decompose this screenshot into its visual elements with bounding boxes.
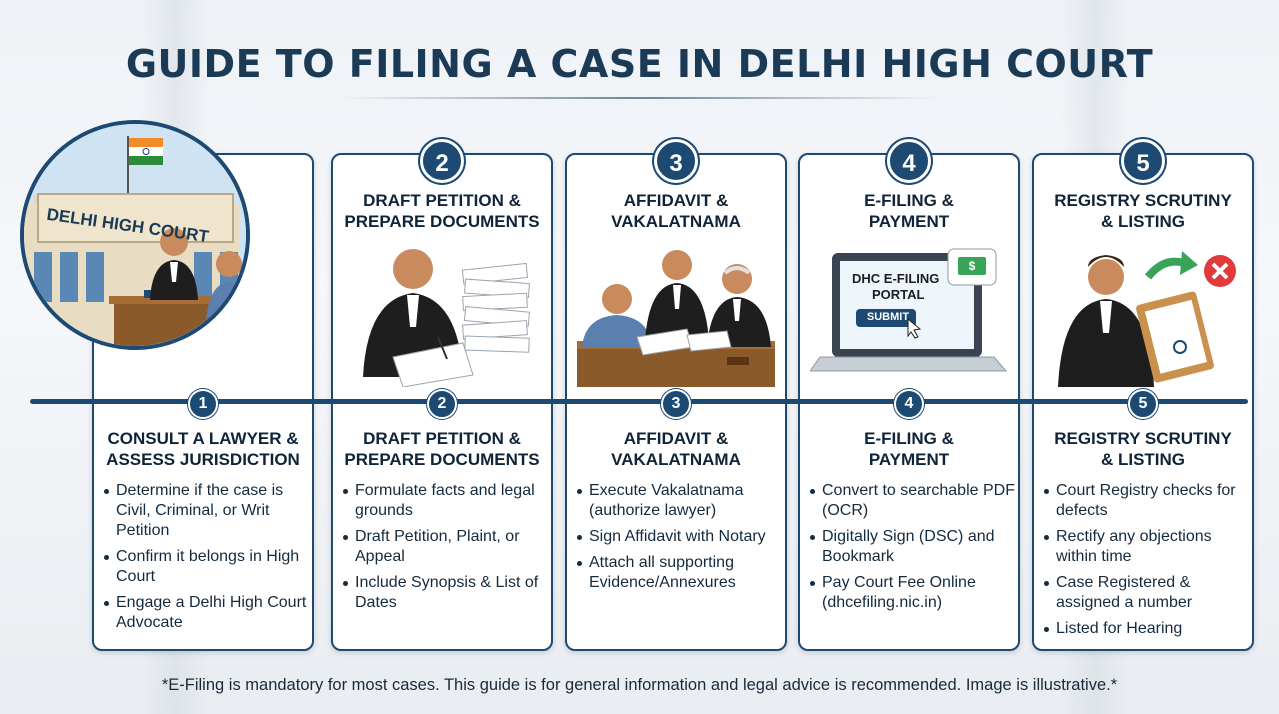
court-building-illustration: DELHI HIGH COURT bbox=[20, 120, 250, 350]
svg-text:$: $ bbox=[969, 259, 976, 273]
step-5-point: Rectify any objections within time bbox=[1042, 527, 1250, 567]
portal-title-line2: PORTAL bbox=[872, 287, 925, 302]
step-3-heading-line2: VAKALATNAMA bbox=[611, 212, 741, 231]
step-4-heading-line2: PAYMENT bbox=[868, 212, 950, 231]
step-2-title-line2: PREPARE DOCUMENTS bbox=[344, 450, 540, 469]
draft-petition-illustration bbox=[363, 249, 531, 387]
timeline-marker-5: 5 bbox=[1128, 389, 1158, 419]
step-1-point: Determine if the case is Civil, Criminal… bbox=[102, 481, 310, 541]
step-5-heading: REGISTRY SCRUTINY & LISTING bbox=[1034, 190, 1252, 232]
footnote: *E-Filing is mandatory for most cases. T… bbox=[161, 676, 1118, 694]
step-5-title-line1: REGISTRY SCRUTINY bbox=[1054, 429, 1232, 448]
step-3-badge: 3 bbox=[654, 139, 698, 183]
step-5-section-title: REGISTRY SCRUTINY & LISTING bbox=[1034, 428, 1252, 470]
laptop-illustration: $ bbox=[810, 248, 1008, 372]
step-3-points: Execute Vakalatnama (authorize lawyer) S… bbox=[575, 481, 783, 599]
step-3-title-line1: AFFIDAVIT & bbox=[623, 429, 729, 448]
step-4-heading: E-FILING & PAYMENT bbox=[800, 190, 1018, 232]
timeline-bar bbox=[30, 399, 1248, 404]
step-3-point: Execute Vakalatnama (authorize lawyer) bbox=[575, 481, 783, 521]
page-title: GUIDE TO FILING A CASE IN DELHI HIGH COU… bbox=[125, 42, 1154, 86]
step-3-section-title: AFFIDAVIT & VAKALATNAMA bbox=[567, 428, 785, 470]
step-1-point: Engage a Delhi High Court Advocate bbox=[102, 593, 310, 633]
step-4-points: Convert to searchable PDF (OCR) Digitall… bbox=[808, 481, 1016, 619]
step-2-heading: DRAFT PETITION & PREPARE DOCUMENTS bbox=[333, 190, 551, 232]
step-4-point: Digitally Sign (DSC) and Bookmark bbox=[808, 527, 1016, 567]
step-4-badge: 4 bbox=[887, 139, 931, 183]
step-4-title-line2: PAYMENT bbox=[868, 450, 950, 469]
step-1-point: Confirm it belongs in High Court bbox=[102, 547, 310, 587]
step-1-points: Determine if the case is Civil, Criminal… bbox=[102, 481, 310, 639]
step-1-title-line2: ASSESS JURISDICTION bbox=[106, 450, 300, 469]
step-3-point: Sign Affidavit with Notary bbox=[575, 527, 783, 547]
step-3-point: Attach all supporting Evidence/Annexures bbox=[575, 553, 783, 593]
step-5-point: Listed for Hearing bbox=[1042, 619, 1250, 639]
step-2-heading-line2: PREPARE DOCUMENTS bbox=[344, 212, 540, 231]
step-1-section-title: CONSULT A LAWYER & ASSESS JURISDICTION bbox=[94, 428, 312, 470]
step-5-heading-line1: REGISTRY SCRUTINY bbox=[1054, 191, 1232, 210]
step-3-heading: AFFIDAVIT & VAKALATNAMA bbox=[567, 190, 785, 232]
timeline-marker-1: 1 bbox=[188, 389, 218, 419]
step-3-heading-line1: AFFIDAVIT & bbox=[623, 191, 729, 210]
portal-title-line1: DHC E-FILING bbox=[852, 271, 940, 286]
step-5-badge: 5 bbox=[1121, 139, 1165, 183]
step-2-point: Include Synopsis & List of Dates bbox=[341, 573, 549, 613]
step-2-points: Formulate facts and legal grounds Draft … bbox=[341, 481, 549, 619]
step-2-point: Formulate facts and legal grounds bbox=[341, 481, 549, 521]
step-2-section-title: DRAFT PETITION & PREPARE DOCUMENTS bbox=[333, 428, 551, 470]
step-3-title-line2: VAKALATNAMA bbox=[611, 450, 741, 469]
affidavit-illustration bbox=[577, 250, 775, 387]
step-4-section-title: E-FILING & PAYMENT bbox=[800, 428, 1018, 470]
portal-submit-button: SUBMIT bbox=[866, 311, 910, 323]
step-5-title-line2: & LISTING bbox=[1100, 450, 1186, 469]
step-4-heading-line1: E-FILING & bbox=[864, 191, 954, 210]
timeline-marker-2: 2 bbox=[427, 389, 457, 419]
step-2-heading-line1: DRAFT PETITION & bbox=[363, 191, 521, 210]
step-5-point: Court Registry checks for defects bbox=[1042, 481, 1250, 521]
step-4-point: Convert to searchable PDF (OCR) bbox=[808, 481, 1016, 521]
timeline-marker-3: 3 bbox=[661, 389, 691, 419]
step-5-heading-line2: & LISTING bbox=[1100, 212, 1186, 231]
step-2-point: Draft Petition, Plaint, or Appeal bbox=[341, 527, 549, 567]
registry-illustration bbox=[1058, 251, 1236, 387]
step-5-point: Case Registered & assigned a number bbox=[1042, 573, 1250, 613]
step-2-badge: 2 bbox=[420, 139, 464, 183]
step-5-points: Court Registry checks for defects Rectif… bbox=[1042, 481, 1250, 645]
step-card-3: 3 AFFIDAVIT & VAKALATNAMA AFFIDAVIT & VA… bbox=[565, 139, 787, 651]
step-4-point: Pay Court Fee Online (dhcefiling.nic.in) bbox=[808, 573, 1016, 613]
step-2-title-line1: DRAFT PETITION & bbox=[363, 429, 521, 448]
title-divider bbox=[340, 97, 940, 99]
timeline-marker-4: 4 bbox=[894, 389, 924, 419]
step-4-title-line1: E-FILING & bbox=[864, 429, 954, 448]
step-1-title-line1: CONSULT A LAWYER & bbox=[107, 429, 299, 448]
